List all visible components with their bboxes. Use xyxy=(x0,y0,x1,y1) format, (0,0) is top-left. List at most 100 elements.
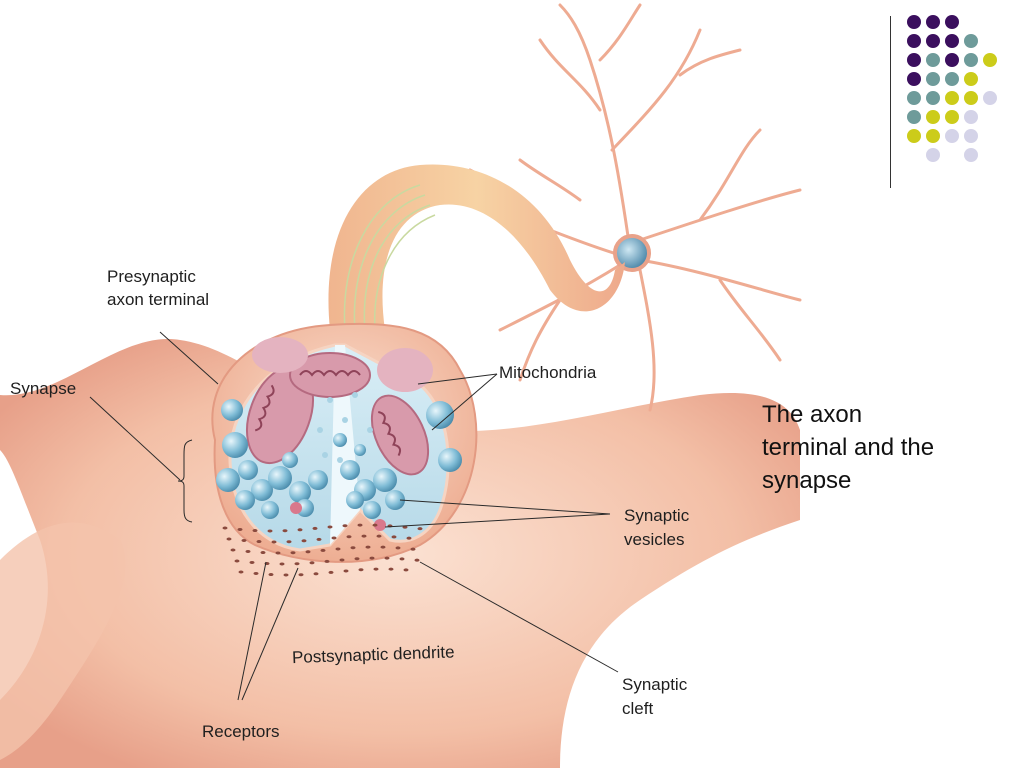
receptor-dot xyxy=(395,546,401,550)
receptor-dot xyxy=(267,529,273,533)
decor-dot xyxy=(926,129,940,143)
synaptic-vesicle xyxy=(296,499,314,517)
decor-dot xyxy=(907,110,921,124)
small-vesicle xyxy=(337,457,343,463)
receptor-dot xyxy=(327,525,333,529)
receptor-dot xyxy=(350,546,356,550)
receptor-dot xyxy=(282,529,288,533)
decor-dot xyxy=(945,72,959,86)
axon-fibers xyxy=(343,184,436,331)
receptor-dot xyxy=(230,548,236,552)
receptor-dot xyxy=(357,523,363,527)
label-synapse: Synapse xyxy=(10,379,76,398)
receptor-dot xyxy=(331,536,337,540)
decor-dot xyxy=(964,34,978,48)
synaptic-vesicle xyxy=(282,452,298,468)
small-vesicle xyxy=(322,452,328,458)
receptor-dot xyxy=(342,524,348,528)
label-mitochondria: Mitochondria xyxy=(499,363,597,382)
receptor-dot xyxy=(313,572,319,576)
synaptic-vesicle xyxy=(251,479,273,501)
small-vesicle xyxy=(367,427,373,433)
receptor-dot xyxy=(245,549,251,553)
decor-dot xyxy=(926,148,940,162)
receptor-dot xyxy=(305,550,311,554)
receptor-dot xyxy=(384,556,390,560)
decor-dot xyxy=(926,15,940,29)
receptor-dot xyxy=(294,562,300,566)
decor-dot xyxy=(983,53,997,67)
decor-dot xyxy=(964,129,978,143)
decor-dot xyxy=(945,91,959,105)
receptor-dot xyxy=(354,557,360,561)
decor-dot xyxy=(964,148,978,162)
receptor-dot xyxy=(414,558,420,562)
synaptic-vesicle xyxy=(268,466,292,490)
receptor-dot xyxy=(275,551,281,555)
receptor-dot xyxy=(301,539,307,543)
receptor-dots-group xyxy=(222,523,423,577)
receptor-dot xyxy=(297,528,303,532)
receptor-dot xyxy=(358,568,364,572)
header-divider xyxy=(890,16,891,188)
synaptic-vesicle xyxy=(354,444,366,456)
receptor-dot xyxy=(328,570,334,574)
dendrite-branch xyxy=(0,522,126,760)
synaptic-vesicle xyxy=(333,433,347,447)
decor-dot xyxy=(926,110,940,124)
label-cleft-line1: Synaptic xyxy=(622,675,688,694)
receptor-dot xyxy=(417,527,423,531)
synaptic-vesicle xyxy=(340,460,360,480)
decor-dot xyxy=(945,110,959,124)
receptor-dot xyxy=(403,568,409,572)
decor-dot xyxy=(945,129,959,143)
receptor-dot xyxy=(283,573,289,577)
synaptic-vesicle xyxy=(289,481,311,503)
receptor-dot xyxy=(241,538,247,542)
receptor-dot xyxy=(290,551,296,555)
receptor-dot xyxy=(391,535,397,539)
receptor-dot xyxy=(234,559,240,563)
label-cleft-line2: cleft xyxy=(622,699,653,718)
receptor-dot xyxy=(222,526,228,530)
caption-line-2: terminal and the xyxy=(762,434,935,461)
decor-dot xyxy=(907,91,921,105)
receptor-dot xyxy=(376,534,382,538)
receptor-dot xyxy=(343,569,349,573)
receptor-dot xyxy=(309,561,315,565)
receptor-dot xyxy=(372,523,378,527)
label-receptors: Receptors xyxy=(202,722,279,741)
receptor-dot xyxy=(406,536,412,540)
decor-dot xyxy=(907,129,921,143)
receptor-dot xyxy=(410,547,416,551)
decor-dot xyxy=(983,91,997,105)
decorative-dot-grid xyxy=(907,15,997,162)
receptor-dot xyxy=(316,537,322,541)
caption-line-1: The axon xyxy=(762,401,863,428)
receptor-dot xyxy=(271,540,277,544)
synaptic-vesicle xyxy=(426,401,454,429)
receptor-dot xyxy=(369,556,375,560)
small-vesicle xyxy=(352,392,358,398)
receptor-dot xyxy=(249,560,255,564)
caption-line-3: synapse xyxy=(762,467,852,494)
decor-dot xyxy=(926,34,940,48)
label-vesicles-line1: Synaptic xyxy=(624,506,690,525)
synaptic-vesicle xyxy=(221,399,243,421)
receptor-dot xyxy=(399,557,405,561)
receptor-dot xyxy=(260,551,266,555)
decor-dot xyxy=(945,34,959,48)
receptor-dot xyxy=(320,548,326,552)
receptor-dot xyxy=(279,562,285,566)
synaptic-vesicle xyxy=(363,501,381,519)
receptor-dot xyxy=(324,559,330,563)
small-vesicle xyxy=(342,417,348,423)
leader-lines xyxy=(89,331,619,701)
axon xyxy=(328,164,625,330)
synaptic-vesicle xyxy=(238,460,258,480)
decor-dot xyxy=(907,15,921,29)
receptor-dot xyxy=(237,527,243,531)
synaptic-vesicle xyxy=(346,491,364,509)
mitochondria-group xyxy=(246,337,433,476)
